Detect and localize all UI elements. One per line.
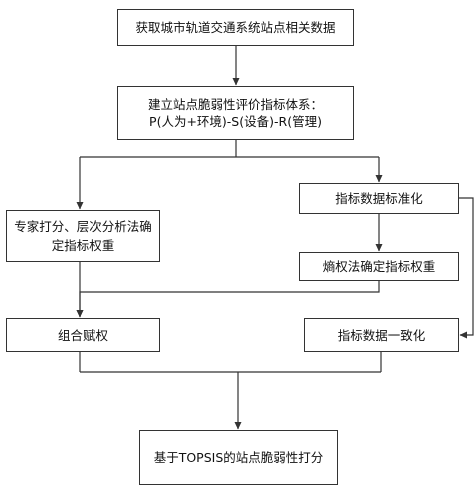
node-build-index-label-line2: P(人为+环境)-S(设备)-R(管理) — [149, 114, 322, 129]
node-expert-ahp-label: 专家打分、层次分析法确定指标权重 — [14, 219, 152, 253]
node-data-consistency: 指标数据一致化 — [304, 318, 459, 352]
node-standardize-label: 指标数据标准化 — [335, 191, 423, 206]
node-build-index-label-line1: 建立站点脆弱性评价指标体系： — [147, 97, 323, 112]
node-consistency-label: 指标数据一致化 — [337, 327, 426, 343]
node-topsis-label: 基于TOPSIS的站点脆弱性打分 — [153, 450, 324, 465]
node-collect-data: 获取城市轨道交通系统站点相关数据 — [117, 9, 354, 46]
node-entropy-label: 熵权法确定指标权重 — [322, 259, 436, 274]
node-topsis-scoring: 基于TOPSIS的站点脆弱性打分 — [139, 430, 338, 485]
node-combine-label: 组合赋权 — [57, 327, 108, 343]
node-collect-data-label: 获取城市轨道交通系统站点相关数据 — [135, 20, 336, 35]
node-expert-ahp-weights: 专家打分、层次分析法确定指标权重 — [6, 210, 160, 262]
node-entropy-weights: 熵权法确定指标权重 — [299, 252, 459, 281]
node-combined-weighting: 组合赋权 — [6, 318, 160, 352]
arrow-standardize-to-consistency — [459, 197, 474, 339]
node-build-index-system: 建立站点脆弱性评价指标体系： P(人为+环境)-S(设备)-R(管理) — [117, 86, 354, 140]
arrow-entropy-to-combine — [76, 281, 380, 318]
node-standardize-data: 指标数据标准化 — [299, 183, 459, 214]
